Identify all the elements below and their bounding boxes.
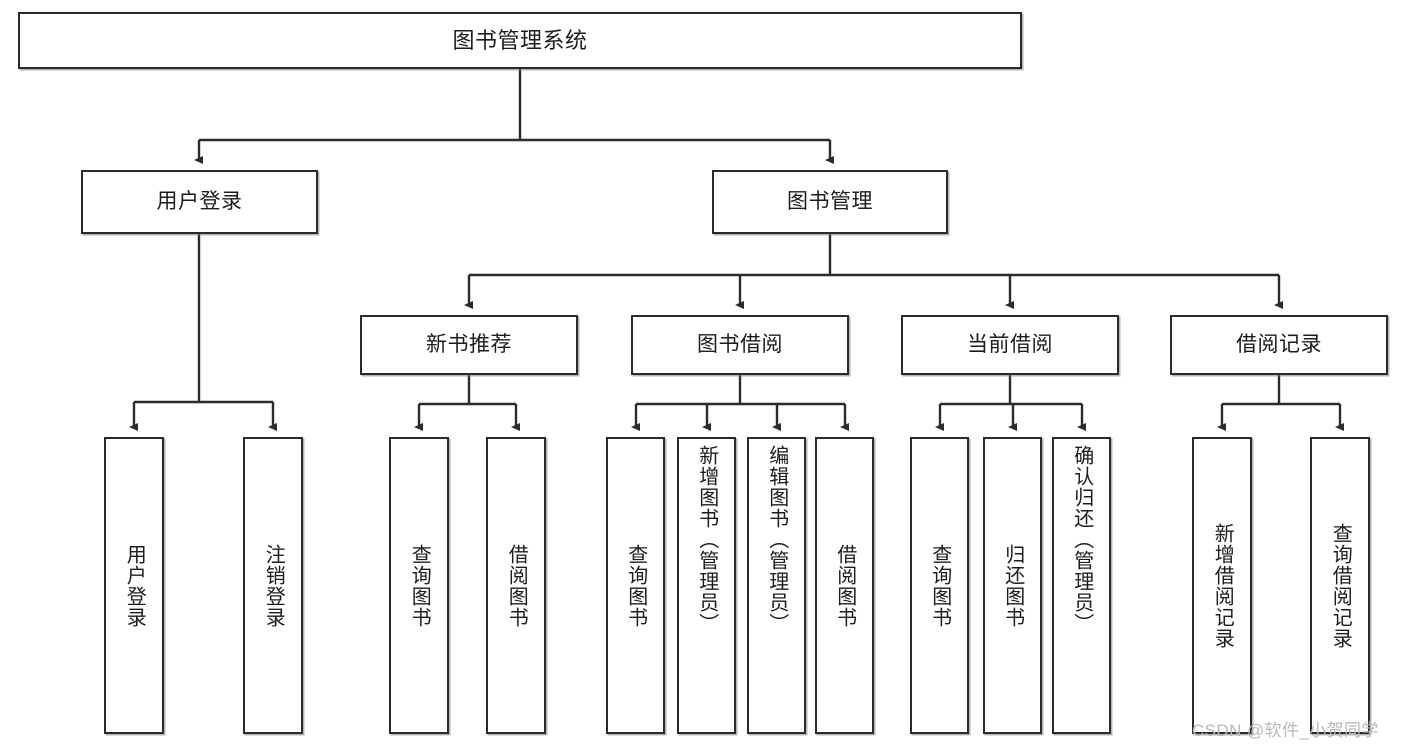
- node-leaf-query-borrow-record-label: 查询借阅记录: [1329, 522, 1352, 649]
- node-leaf-borrow-book-2-label: 借阅图书: [833, 543, 856, 628]
- node-book-manage-label: 图书管理: [787, 189, 873, 213]
- node-new-book-recommend-label: 新书推荐: [426, 332, 512, 356]
- node-user-login[interactable]: 用户登录: [81, 170, 318, 234]
- node-leaf-borrow-book-1-label: 借阅图书: [505, 543, 528, 628]
- node-new-book-recommend[interactable]: 新书推荐: [360, 315, 578, 375]
- node-leaf-query-book-3[interactable]: 查询图书: [910, 437, 969, 734]
- node-leaf-confirm-return-label: 确认归还（管理员）: [1070, 445, 1093, 634]
- node-leaf-return-book[interactable]: 归还图书: [983, 437, 1042, 734]
- node-leaf-user-login[interactable]: 用户登录: [104, 437, 164, 734]
- node-leaf-logout-login-label: 注销登录: [262, 543, 285, 628]
- node-leaf-query-book-1[interactable]: 查询图书: [389, 437, 449, 734]
- node-book-manage[interactable]: 图书管理: [712, 170, 948, 234]
- node-leaf-add-book-label: 新增图书（管理员）: [695, 445, 718, 634]
- node-book-borrow-label: 图书借阅: [697, 332, 783, 356]
- node-leaf-logout-login[interactable]: 注销登录: [243, 437, 303, 734]
- node-leaf-query-book-2[interactable]: 查询图书: [606, 437, 665, 734]
- node-leaf-query-book-3-label: 查询图书: [928, 543, 951, 628]
- node-user-login-label: 用户登录: [156, 189, 243, 213]
- node-leaf-borrow-book-2[interactable]: 借阅图书: [815, 437, 874, 734]
- node-book-borrow[interactable]: 图书借阅: [631, 315, 849, 375]
- node-leaf-user-login-label: 用户登录: [123, 543, 146, 628]
- node-leaf-edit-book[interactable]: 编辑图书（管理员）: [747, 437, 806, 734]
- node-leaf-confirm-return[interactable]: 确认归还（管理员）: [1052, 437, 1111, 734]
- node-leaf-add-borrow-record-label: 新增借阅记录: [1211, 522, 1234, 649]
- node-leaf-query-borrow-record[interactable]: 查询借阅记录: [1310, 437, 1370, 734]
- node-root[interactable]: 图书管理系统: [18, 12, 1022, 69]
- node-leaf-return-book-label: 归还图书: [1001, 543, 1024, 628]
- node-current-borrow-label: 当前借阅: [967, 332, 1053, 356]
- node-leaf-edit-book-label: 编辑图书（管理员）: [765, 445, 788, 634]
- node-leaf-query-book-2-label: 查询图书: [624, 543, 647, 628]
- node-leaf-add-book[interactable]: 新增图书（管理员）: [677, 437, 736, 734]
- node-current-borrow[interactable]: 当前借阅: [901, 315, 1119, 375]
- node-leaf-borrow-book-1[interactable]: 借阅图书: [486, 437, 546, 734]
- node-borrow-record[interactable]: 借阅记录: [1170, 315, 1388, 375]
- node-borrow-record-label: 借阅记录: [1236, 332, 1322, 356]
- node-root-label: 图书管理系统: [452, 27, 588, 53]
- csdn-watermark: CSDN @软件_小贺同学: [1192, 721, 1379, 740]
- node-leaf-add-borrow-record[interactable]: 新增借阅记录: [1192, 437, 1252, 734]
- node-leaf-query-book-1-label: 查询图书: [408, 543, 431, 628]
